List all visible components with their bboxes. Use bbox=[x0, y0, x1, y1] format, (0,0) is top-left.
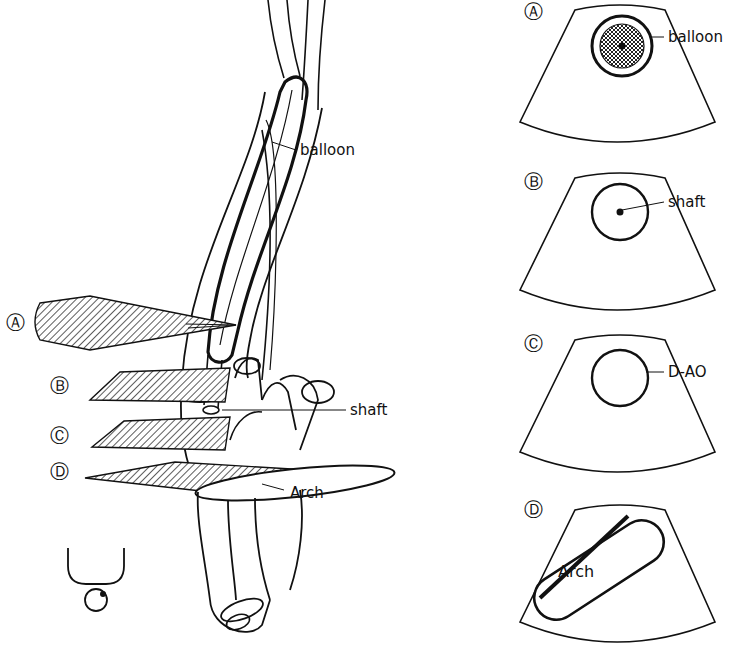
view-letter: Ⓒ bbox=[524, 334, 543, 353]
section-label: Arch bbox=[558, 564, 594, 580]
echo-sector: Arch bbox=[518, 500, 718, 648]
part-label: shaft bbox=[668, 195, 705, 210]
part-label: Arch bbox=[290, 486, 324, 501]
view-letter: Ⓓ bbox=[50, 462, 69, 481]
part-label: balloon bbox=[668, 30, 723, 45]
part-label: shaft bbox=[350, 403, 387, 418]
sector-outline bbox=[518, 500, 718, 648]
view-letter: Ⓐ bbox=[6, 313, 25, 332]
view-letter: Ⓑ bbox=[50, 376, 69, 395]
part-label: D-AO bbox=[668, 365, 706, 380]
view-letter: Ⓓ bbox=[524, 500, 543, 519]
view-letter: Ⓐ bbox=[524, 2, 543, 21]
view-letter: Ⓑ bbox=[524, 172, 543, 191]
part-label: balloon bbox=[300, 143, 355, 158]
view-letter: Ⓒ bbox=[50, 426, 69, 445]
